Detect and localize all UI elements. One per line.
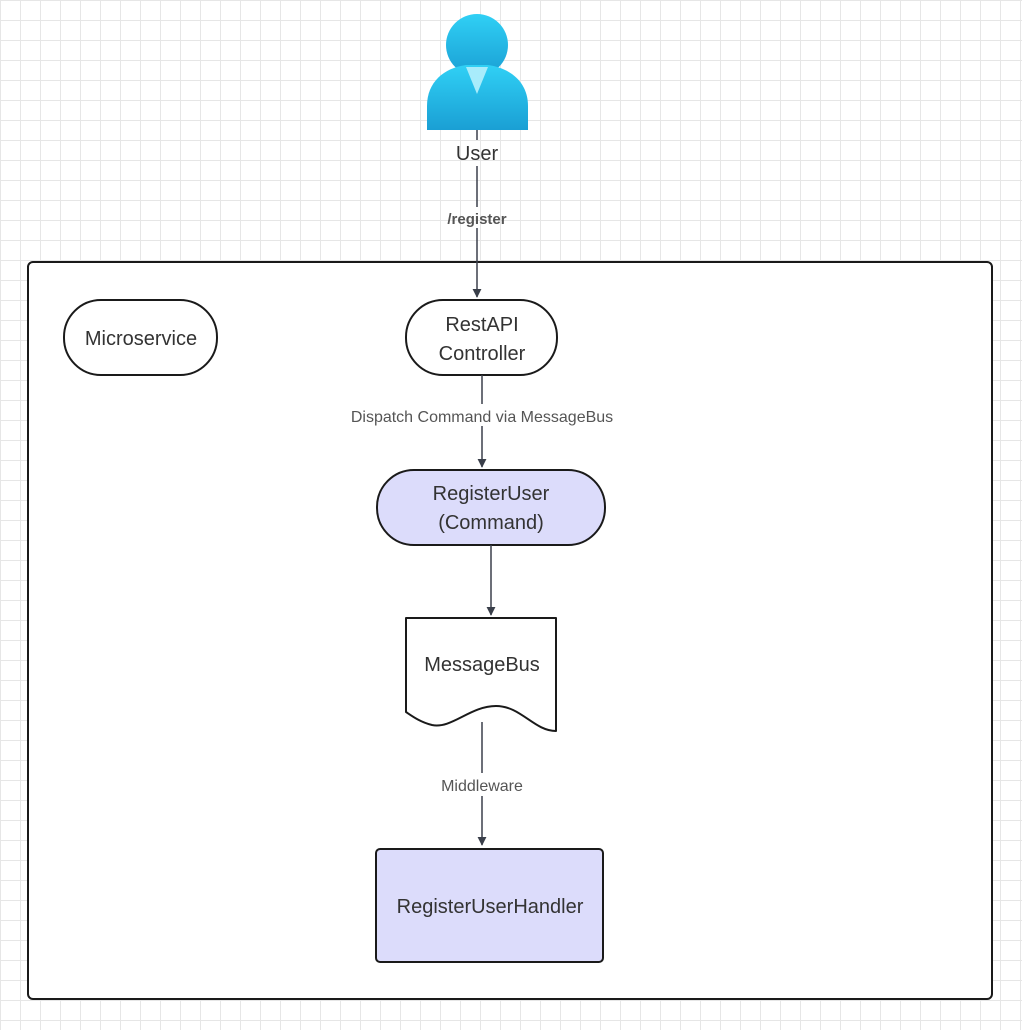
microservice-label-node[interactable]: Microservice bbox=[63, 299, 218, 376]
restapi-controller-label-line2: Controller bbox=[439, 343, 526, 365]
restapi-controller-node[interactable]: RestAPI Controller bbox=[405, 299, 558, 376]
restapi-controller-label-line1: RestAPI bbox=[445, 314, 518, 336]
edge-label-dispatch: Dispatch Command via MessageBus bbox=[351, 409, 613, 426]
register-user-command-node[interactable]: RegisterUser (Command) bbox=[376, 469, 606, 546]
messagebus-label: MessageBus bbox=[424, 654, 540, 676]
user-label: User bbox=[456, 143, 499, 165]
user-person-icon bbox=[427, 14, 528, 130]
edge-label-register: /register bbox=[447, 211, 506, 228]
edge-controller-to-command: Dispatch Command via MessageBus bbox=[351, 375, 613, 468]
register-user-command-label-line2: (Command) bbox=[438, 512, 544, 534]
microservice-label: Microservice bbox=[85, 328, 197, 350]
register-user-command-label-line1: RegisterUser bbox=[433, 483, 550, 505]
messagebus-node[interactable]: MessageBus bbox=[405, 617, 557, 732]
user-actor[interactable]: User bbox=[427, 14, 528, 165]
edge-bus-to-handler: Middleware bbox=[441, 722, 523, 846]
register-user-handler-label: RegisterUserHandler bbox=[397, 896, 584, 918]
edge-user-to-controller: /register bbox=[447, 130, 507, 298]
edge-label-middleware: Middleware bbox=[441, 778, 523, 795]
register-user-handler-node[interactable]: RegisterUserHandler bbox=[375, 848, 604, 963]
